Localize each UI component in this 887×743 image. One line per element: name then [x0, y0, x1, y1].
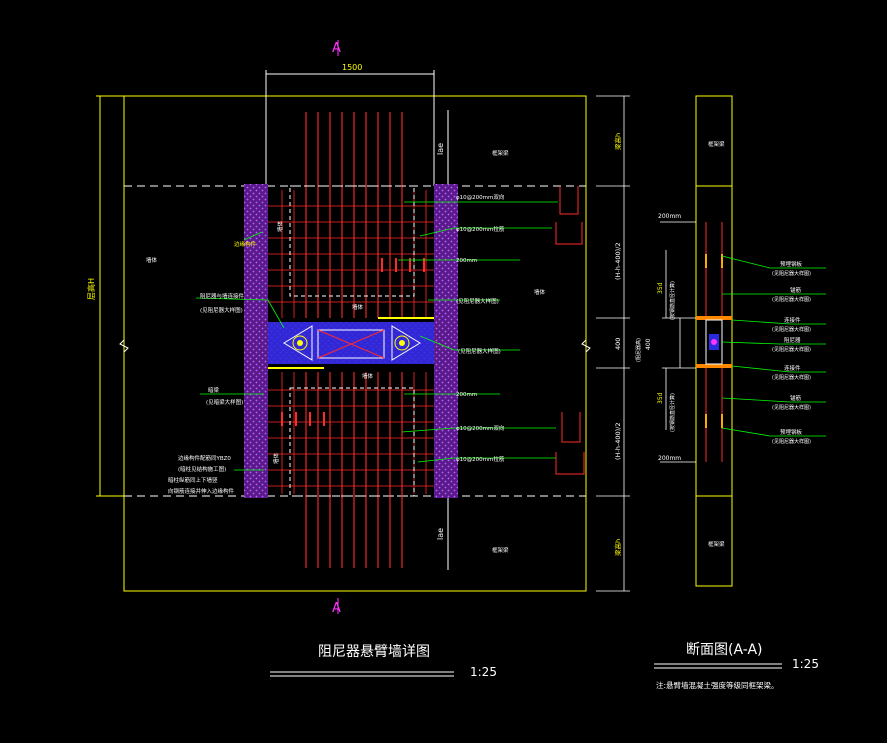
lower-wall-boundary	[289, 387, 415, 497]
wall-upper-label: 墙体	[276, 220, 284, 232]
callout-4-note: (见阻尼器大样图)	[772, 346, 811, 353]
section-dim-lower-35d: 35d	[657, 392, 664, 404]
section-scale: 1:25	[792, 657, 819, 671]
callout-1-note: (见阻尼器大样图)	[772, 270, 811, 277]
plan-scale: 1:25	[470, 665, 497, 679]
plan-view: 层高H 1500 A A lae lae	[86, 40, 630, 679]
dist-upper-label: φ10@200mm双向	[456, 193, 504, 201]
section-mark-top: A	[332, 41, 341, 56]
left-note-1: 边缘构件配筋同YBZ0	[178, 454, 231, 462]
hook-lower-1	[561, 412, 581, 443]
gap-upper-label: 200mm	[456, 258, 477, 264]
section-mark-bottom: A	[332, 601, 341, 616]
section-top-beam	[695, 95, 733, 187]
width-dim-label: 1500	[342, 63, 362, 72]
section-top-beam-label: 框架梁	[708, 140, 725, 148]
break-mark-left	[119, 339, 129, 353]
section-view: 框架梁 框架梁	[635, 95, 826, 690]
callout-7-label: 预埋钢板	[780, 428, 803, 436]
hook-upper-1	[559, 186, 579, 215]
section-dim-mid: 400	[645, 338, 652, 350]
section-gap-bottom: 200mm	[658, 455, 681, 462]
lower-edge-label: 暗梁	[208, 386, 220, 394]
right-dim-chain	[596, 95, 630, 592]
gap-lower-label: 200mm	[456, 392, 477, 398]
callout-2-label: 锚筋	[790, 286, 802, 294]
upper-wall-boundary	[289, 185, 415, 297]
section-bottom-beam-label: 框架梁	[708, 540, 725, 548]
callout-1-label: 预埋钢板	[780, 260, 803, 268]
lae-top-label: lae	[436, 143, 445, 155]
callout-3-note: (见阻尼器大样图)	[772, 326, 811, 333]
dist-lower-label: φ10@200mm双向	[456, 424, 504, 432]
section-dims	[660, 221, 696, 463]
section-gap-top: 200mm	[658, 213, 681, 220]
wall-grid-rebars	[268, 190, 434, 494]
right-wall-label: 墙体	[534, 288, 546, 296]
section-dim-upper-note: (按钢筋直径计算)	[669, 281, 676, 320]
section-lower-plate	[696, 364, 732, 368]
callout-6-note: (见阻尼器大样图)	[772, 404, 811, 411]
section-dim-mid-note: (阻尼器高)	[635, 338, 642, 362]
lower-edge-note: (见暗梁大样图)	[206, 398, 243, 406]
right-dim-bottom: 梁高h	[613, 539, 622, 556]
left-edge-column	[244, 184, 268, 498]
damper-left-note-1: 阻尼器与墙连接件	[200, 292, 245, 300]
callout-4-label: 阻尼器	[784, 336, 801, 344]
plan-title: 阻尼器悬臂墙详图	[318, 644, 430, 660]
plan-leaders	[195, 201, 558, 471]
callout-2-note: (见阻尼器大样图)	[772, 296, 811, 303]
section-note: 注:悬臂墙混凝土强度等级同框架梁。	[656, 680, 779, 690]
damper-upper-note: (见阻尼器大样图)	[456, 297, 499, 305]
left-note-2: (暗柱见结构施工图)	[178, 465, 226, 473]
damper-zone-bottom-label: 墙体	[362, 372, 374, 380]
hook-lower-2	[555, 452, 585, 475]
right-dim-upper: (H-h-400)/2	[614, 242, 622, 280]
section-upper-plate	[696, 316, 732, 320]
right-edge-column	[434, 184, 458, 498]
right-dim-mid: 400	[614, 338, 622, 350]
lae-bottom-label: lae	[436, 528, 445, 540]
section-title: 断面图(A-A)	[686, 642, 763, 658]
break-mark-right	[581, 339, 591, 353]
left-note-3: 暗柱纵筋同上下墙竖	[168, 476, 218, 484]
section-dim-upper-35d: 35d	[657, 282, 664, 294]
tie-upper-label: φ10@200mm拉筋	[456, 225, 505, 233]
section-leaders	[721, 255, 826, 437]
left-note-4: 向钢筋连接并伸入边缘构件	[168, 487, 235, 495]
callout-5-note: (见阻尼器大样图)	[772, 374, 811, 381]
height-dim-label: 层高H	[86, 278, 96, 300]
damper-plan	[268, 317, 434, 369]
damper-zone-top-label: 墙体	[352, 303, 364, 311]
plan-outline	[123, 95, 587, 592]
right-dim-lower: (H-h-400)/2	[614, 422, 622, 460]
callout-7-note: (见阻尼器大样图)	[772, 438, 811, 445]
right-dim-top: 梁高h	[613, 133, 622, 150]
left-wall-label: 墙体	[146, 256, 158, 264]
lower-frame-beam-label: 框架梁	[492, 546, 509, 554]
hook-upper-2	[555, 222, 583, 245]
callout-6-label: 锚筋	[790, 394, 802, 402]
upper-frame-beam-label: 框架梁	[492, 149, 509, 157]
section-dim-lower-note: (按钢筋直径计算)	[669, 393, 676, 432]
damper-left-note-2: (见阻尼器大样图)	[200, 306, 243, 314]
tie-lower-label: φ10@200mm拉筋	[456, 455, 505, 463]
embed-column-label: 边缘构件	[234, 240, 257, 248]
callout-3-label: 连接件	[784, 316, 801, 324]
damper-center-label: (见阻尼器大样图)	[458, 347, 501, 355]
wall-lower-label: 墙体	[272, 452, 280, 464]
callout-5-label: 连接件	[784, 364, 801, 372]
section-bottom-beam	[695, 495, 733, 587]
